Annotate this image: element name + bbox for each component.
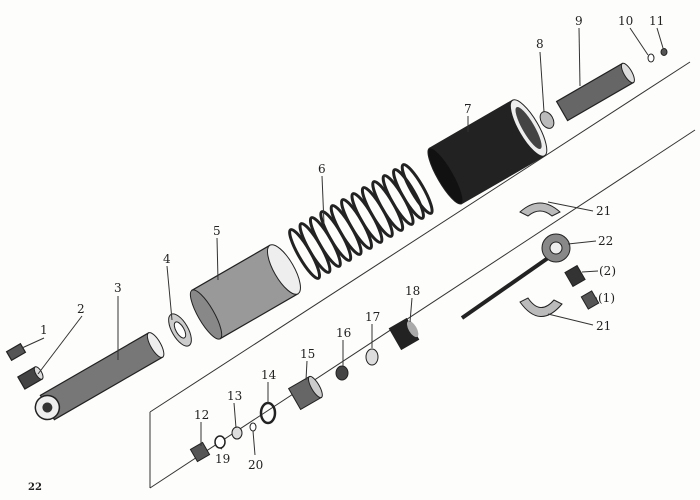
part-13-washer [231, 426, 243, 440]
part-6-spring [288, 163, 434, 280]
part-22-rod-eye [460, 233, 571, 320]
label-part-9: 9 [575, 14, 583, 28]
label-part-18: 18 [405, 284, 420, 298]
label-part-11: 11 [649, 14, 664, 28]
label-part-3: 3 [114, 281, 122, 295]
label-part-8: 8 [536, 37, 544, 51]
label-sub-1: (1) [598, 291, 615, 305]
label-part-1: 1 [40, 323, 48, 337]
part-5-cover-tube [189, 244, 301, 340]
part-19-ring [214, 435, 226, 449]
part-11-nut [660, 48, 668, 56]
label-part-12: 12 [194, 408, 209, 422]
leader-lines [21, 27, 664, 456]
label-part-2: 2 [77, 302, 85, 316]
label-part-16: 16 [336, 326, 351, 340]
part-4-collar [168, 313, 192, 347]
part-16-nut [335, 365, 349, 381]
part-17-disc [365, 348, 379, 366]
label-part-10: 10 [618, 14, 633, 28]
part-15-piston [287, 375, 323, 411]
label-part-21-upper: 21 [596, 204, 611, 218]
part-20-small-washer [249, 422, 257, 432]
label-sub-2: (2) [599, 264, 616, 278]
label-part-19: 19 [215, 452, 230, 466]
part-14-o-ring [259, 401, 277, 425]
label-part-4: 4 [163, 252, 171, 266]
part-21-half-cone-lower [519, 297, 563, 317]
part-2-bushing [17, 366, 44, 390]
part-1-bolt [5, 342, 27, 362]
part-sub1-bolt [580, 290, 600, 310]
label-part-6: 6 [318, 162, 326, 176]
part-12-nut [189, 441, 211, 463]
part-sub2-bushing [564, 264, 586, 288]
part-21-half-cone-upper [519, 202, 561, 217]
label-part-13: 13 [227, 389, 242, 403]
frame-lines [149, 61, 696, 489]
part-18-valve-body [388, 317, 420, 351]
part-10-ring [647, 53, 655, 63]
label-part-22: 22 [598, 234, 613, 248]
label-part-7: 7 [464, 102, 472, 116]
label-part-17: 17 [365, 310, 380, 324]
part-3-lower-tube [34, 332, 165, 421]
part-8-washer [539, 111, 555, 129]
label-part-21-lower: 21 [596, 319, 611, 333]
part-9-upper-tube [555, 62, 635, 122]
label-part-15: 15 [300, 347, 315, 361]
label-part-14: 14 [261, 368, 277, 382]
label-part-5: 5 [213, 224, 221, 238]
part-7-upper-cover [427, 99, 548, 205]
figure-number: 22 [28, 482, 42, 493]
label-part-20: 20 [248, 458, 263, 472]
